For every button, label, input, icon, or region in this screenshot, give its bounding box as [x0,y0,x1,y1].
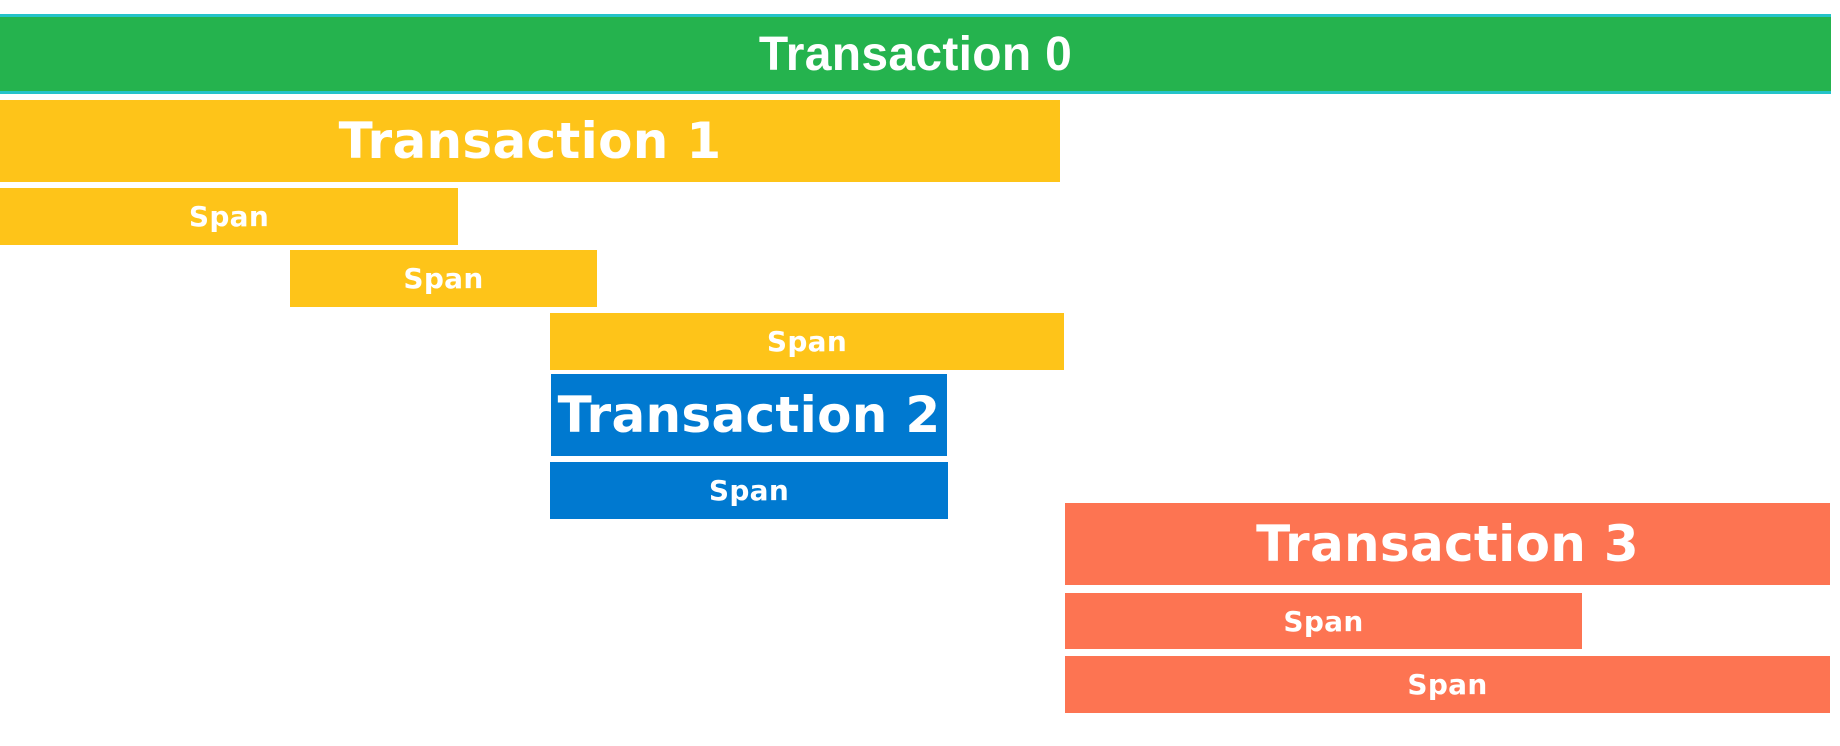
span-label: Span [766,325,848,358]
transaction-1-span-3-bar: Span [550,313,1064,370]
transaction-3-label: Transaction 3 [1256,515,1639,573]
transaction-1-bar: Transaction 1 [0,100,1060,182]
transaction-3-span-2-bar: Span [1065,656,1830,713]
transaction-0-bar: Transaction 0 [0,14,1831,94]
transaction-1-label: Transaction 1 [338,112,722,170]
transaction-2-span-bar: Span [550,462,948,519]
span-label: Span [188,200,270,233]
span-label: Span [1283,604,1364,638]
transaction-1-span-2-bar: Span [290,250,597,307]
span-label: Span [708,474,790,507]
transaction-2-bar: Transaction 2 [551,374,947,456]
transaction-3-bar: Transaction 3 [1065,503,1830,585]
span-label: Span [1407,668,1488,701]
transaction-0-label: Transaction 0 [758,27,1073,81]
transaction-3-span-1-bar: Span [1065,593,1582,649]
span-label: Span [403,262,484,295]
transaction-2-label: Transaction 2 [557,386,941,444]
transaction-1-span-1-bar: Span [0,188,458,245]
